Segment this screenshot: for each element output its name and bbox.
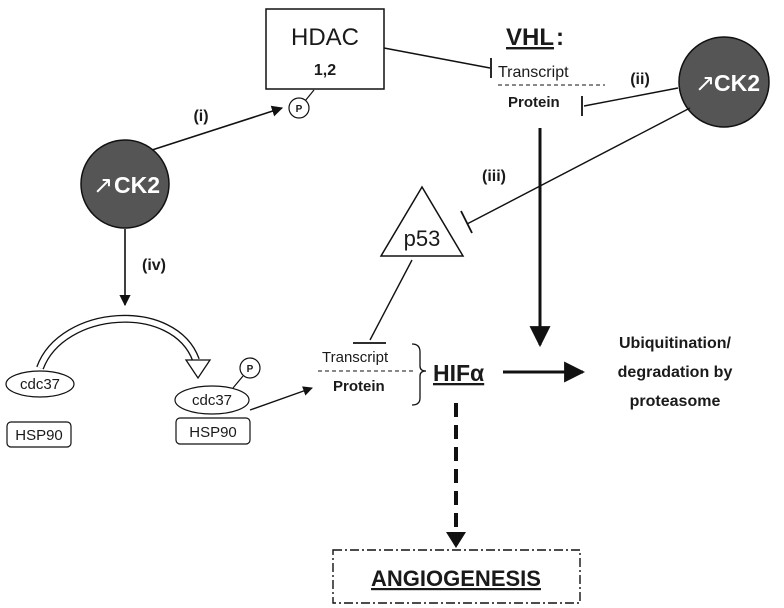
p53-triangle <box>379 185 465 257</box>
cdc37-phospho-label: P <box>247 364 254 375</box>
cdc37-phospho-badge <box>239 357 261 379</box>
p53-label: p53 <box>404 226 441 251</box>
pathway-label-ii: (ii) <box>630 71 650 88</box>
angiogenesis-box <box>332 549 581 604</box>
vhl-label: VHL <box>506 24 554 51</box>
p53-node: p53 <box>379 185 465 257</box>
cdc37-right-label: cdc37 <box>192 392 232 409</box>
hif-label: HIFα <box>433 360 484 386</box>
vhl-colon: : <box>556 24 564 51</box>
pathway-label-iv: (iv) <box>142 257 166 274</box>
hsp90-left-box <box>6 421 72 448</box>
hif-transcript-label: Transcript <box>322 349 389 366</box>
hsp90-left-label: HSP90 <box>15 427 63 444</box>
ck2-left-label: CK2 <box>114 172 160 198</box>
cdc37-left-ellipse <box>5 370 75 398</box>
hdac-box <box>265 8 385 90</box>
hif-protein-label: Protein <box>333 378 385 395</box>
arrow-hsp90-to-hif <box>249 386 313 411</box>
chaperone-left: cdc37 HSP90 <box>5 370 75 448</box>
arrow-ck2-to-hdac <box>151 105 284 151</box>
ck2-left-up-arrow: ↗ <box>93 171 113 199</box>
ubiq-line-1: Ubiquitination/ <box>619 335 732 352</box>
vhl-protein-label: Protein <box>508 94 560 111</box>
ck2-right-node: ↗ CK2 <box>678 36 770 128</box>
hsp90-right-box <box>175 417 251 445</box>
hdac-node: HDAC 1,2 P <box>265 8 385 119</box>
inhibit-bar-p53 <box>460 210 473 234</box>
ck2-left-node: ↗ CK2 <box>80 139 170 229</box>
hif-bracket <box>411 343 427 406</box>
inhibit-ck2-to-p53 <box>466 107 691 225</box>
inhibit-ck2-to-vhl-protein <box>583 87 679 107</box>
ubiq-line-2: degradation by <box>618 364 733 381</box>
transfer-arrow-fill <box>37 316 199 369</box>
ubiq-line-3: proteasome <box>630 393 721 410</box>
hsp90-right-label: HSP90 <box>189 424 237 441</box>
vhl-node: VHL : Transcript Protein <box>498 24 605 111</box>
ubiquitination-node: Ubiquitination/ degradation by proteasom… <box>618 335 733 410</box>
angiogenesis-node: ANGIOGENESIS <box>332 549 581 604</box>
vhl-transcript-label: Transcript <box>498 64 569 81</box>
cdc37-right-ellipse <box>174 385 250 415</box>
hdac-label: HDAC <box>291 24 359 51</box>
angiogenesis-label: ANGIOGENESIS <box>371 566 541 591</box>
hdac-phospho-badge <box>288 97 310 119</box>
hif-node: Transcript Protein HIFα <box>318 343 484 406</box>
ck2-right-up-arrow: ↗ <box>695 69 715 97</box>
hdac-subtype: 1,2 <box>314 62 336 79</box>
transfer-arrow-outline <box>36 314 200 370</box>
chaperone-right: cdc37 P HSP90 <box>174 357 261 445</box>
pathway-label-iii: (iii) <box>482 168 506 185</box>
inhibit-hdac-to-vhl <box>383 47 491 69</box>
arrow-hif-to-angiogenesis-head <box>446 532 466 548</box>
ck2-left-circle <box>80 139 170 229</box>
pathway-label-i: (i) <box>193 108 208 125</box>
ck2-right-circle <box>678 36 770 128</box>
cdc37-left-label: cdc37 <box>20 376 60 393</box>
hdac-phospho-label: P <box>296 104 303 115</box>
hdac-phospho-link <box>304 89 315 102</box>
ck2-right-label: CK2 <box>714 70 760 96</box>
inhibit-p53-to-hif <box>369 259 413 341</box>
cdc37-phospho-link <box>232 375 244 389</box>
transfer-arrow-head <box>184 359 212 380</box>
